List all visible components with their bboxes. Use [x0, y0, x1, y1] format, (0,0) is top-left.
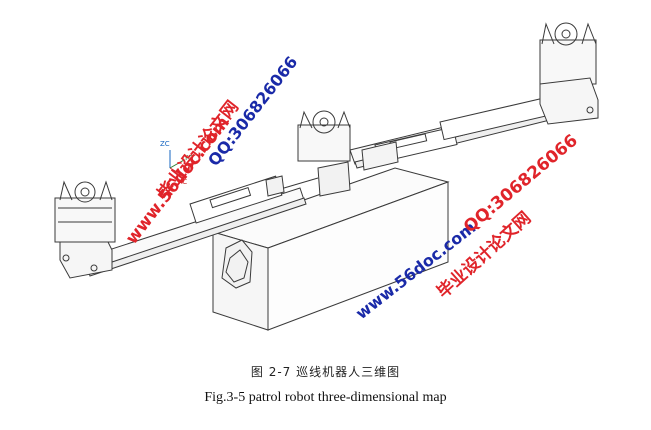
- main-box-body: [211, 167, 450, 331]
- figure-caption-cn: 图 2-7 巡线机器人三维图: [250, 365, 401, 379]
- zc-label: ZC: [160, 140, 170, 148]
- left-arm: [83, 175, 307, 277]
- yc-label: YC: [183, 154, 193, 162]
- coordinate-triad: ZC YC XC: [160, 140, 193, 186]
- robot-3d-drawing: ZC YC XC: [54, 22, 599, 331]
- figure-caption-en: Fig.3-5 patrol robot three-dimensional m…: [204, 390, 447, 405]
- middle-clamp-unit: [265, 110, 399, 197]
- xc-label: XC: [178, 178, 187, 186]
- left-clamp-unit: [54, 180, 116, 279]
- right-clamp-unit: [539, 22, 599, 125]
